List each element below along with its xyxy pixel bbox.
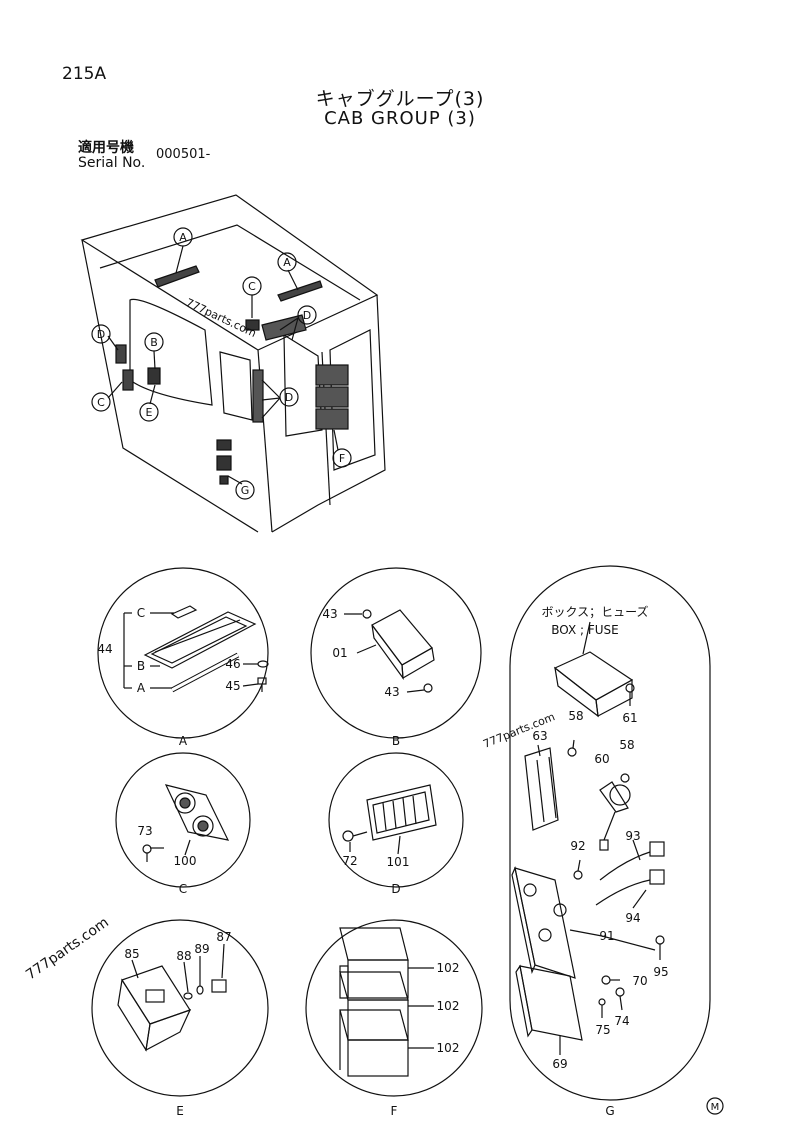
part-60: 60 <box>594 752 609 766</box>
part-61: 61 <box>622 711 637 725</box>
detail-c-labels: 73 100 C <box>137 824 196 896</box>
detail-g-caption: G <box>605 1104 614 1118</box>
callout-label: B <box>150 336 158 349</box>
component-a-right <box>277 280 323 302</box>
part-44: 44 <box>97 642 112 656</box>
watermark-3: 777parts.com <box>23 914 112 983</box>
footer-mark-circle <box>706 1097 724 1115</box>
component-g <box>216 439 232 485</box>
detail-b-caption: B <box>392 734 400 748</box>
component-b <box>147 367 161 385</box>
component-c-upper <box>245 319 260 331</box>
component-f <box>315 364 349 430</box>
serial-label-en: Serial No. <box>78 155 146 171</box>
detail-f-labels: 102 102 102 F <box>391 961 460 1118</box>
detail-c-caption: C <box>179 882 187 896</box>
detail-b-labels: 43 01 43 B <box>322 607 400 748</box>
part-89: 89 <box>194 942 209 956</box>
part-92: 92 <box>570 839 585 853</box>
component-a-left <box>154 265 200 288</box>
part-46: 46 <box>225 657 240 671</box>
part-01: 01 <box>332 646 347 660</box>
part-label-a: A <box>137 681 146 695</box>
callout-label: C <box>248 280 256 293</box>
fuse-box-label-en: BOX ; FUSE <box>551 623 618 637</box>
detail-a <box>97 567 269 739</box>
part-label-c: C <box>137 606 145 620</box>
part-74: 74 <box>614 1014 629 1028</box>
component-d-middle <box>252 369 264 423</box>
callout-label: E <box>146 406 153 419</box>
part-72: 72 <box>342 854 357 868</box>
part-58-b: 58 <box>619 738 634 752</box>
footer-mark: M <box>711 1102 720 1113</box>
callout-label: D <box>285 391 293 404</box>
detail-e <box>91 919 269 1097</box>
callout-label: F <box>339 452 345 465</box>
detail-a-labels: 44 C B A 46 45 A <box>97 606 240 748</box>
part-88: 88 <box>176 949 191 963</box>
callout-label: C <box>97 396 105 409</box>
part-101: 101 <box>387 855 410 869</box>
part-69: 69 <box>552 1057 567 1071</box>
part-85: 85 <box>124 947 139 961</box>
detail-a-caption: A <box>179 734 188 748</box>
component-d-left <box>115 344 127 364</box>
detail-d-labels: 72 101 D <box>342 854 409 896</box>
callout-label: A <box>283 256 291 269</box>
part-58-a: 58 <box>568 709 583 723</box>
detail-e-caption: E <box>176 1104 184 1118</box>
callout-label: D <box>303 309 311 322</box>
part-label-b: B <box>137 659 145 673</box>
page-title-jp: キャブグループ(3) <box>315 88 485 110</box>
component-c-left <box>122 369 134 391</box>
part-87: 87 <box>216 930 231 944</box>
callout-label: G <box>241 484 250 497</box>
part-94: 94 <box>625 911 640 925</box>
part-70: 70 <box>632 974 647 988</box>
callout-label: A <box>179 231 187 244</box>
part-102-c: 102 <box>437 1041 460 1055</box>
watermark-1: 777parts.com <box>184 296 259 340</box>
model-number: 215A <box>62 64 107 84</box>
serial-value: 000501- <box>156 147 211 162</box>
part-100: 100 <box>174 854 197 868</box>
detail-f-caption: F <box>391 1104 398 1118</box>
detail-c <box>115 752 251 888</box>
part-93: 93 <box>625 829 640 843</box>
detail-f <box>305 919 483 1097</box>
part-95: 95 <box>653 965 668 979</box>
detail-g-labels: ボックス；ヒューズ BOX ; FUSE 61 58 63 58 60 93 9… <box>532 604 668 1118</box>
detail-d <box>328 752 464 888</box>
page-title-en: CAB GROUP (3) <box>324 108 476 129</box>
detail-g <box>509 565 711 1101</box>
part-102-a: 102 <box>437 961 460 975</box>
cab-overview <box>80 194 386 533</box>
part-75: 75 <box>595 1023 610 1037</box>
serial-label-jp: 適用号機 <box>78 140 134 156</box>
part-43-top: 43 <box>322 607 337 621</box>
detail-d-caption: D <box>391 882 400 896</box>
detail-e-labels: 85 88 89 87 E <box>124 930 231 1118</box>
part-43-bottom: 43 <box>384 685 399 699</box>
part-45: 45 <box>225 679 240 693</box>
callout-label: D <box>97 328 105 341</box>
detail-b <box>310 567 482 739</box>
part-63: 63 <box>532 729 547 743</box>
fuse-box-label-jp: ボックス；ヒューズ <box>541 604 648 619</box>
part-102-b: 102 <box>437 999 460 1013</box>
part-73: 73 <box>137 824 152 838</box>
part-91: 91 <box>599 929 614 943</box>
overview-callouts: A A B C C D D D E F G <box>91 227 352 500</box>
